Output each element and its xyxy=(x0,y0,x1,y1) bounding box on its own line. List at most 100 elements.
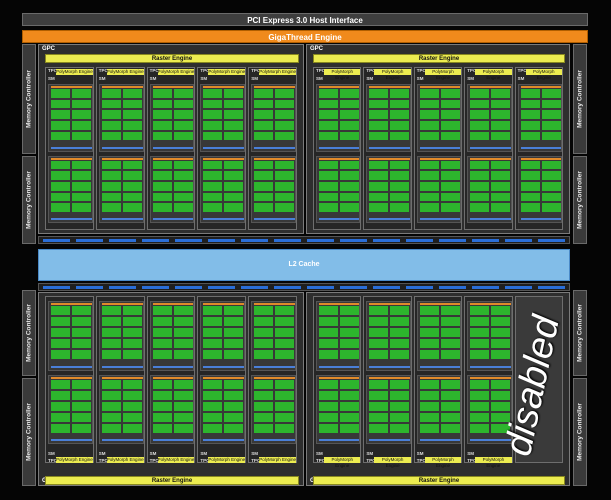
register-row xyxy=(51,86,92,88)
sm-label: SM xyxy=(366,451,374,456)
l2-slice xyxy=(175,239,202,242)
cuda-core-block xyxy=(275,328,295,338)
cuda-core-block xyxy=(152,121,172,130)
cuda-core-block xyxy=(275,192,295,202)
register-row xyxy=(254,86,295,88)
l2-slice xyxy=(340,239,367,242)
sm-label: SM xyxy=(98,451,106,456)
cuda-core-block xyxy=(203,192,223,202)
sm-block-b xyxy=(48,374,93,444)
cuda-core-block xyxy=(275,89,295,98)
cuda-core-block xyxy=(275,171,295,180)
cuda-core-block xyxy=(470,350,490,360)
sm-block-b xyxy=(98,374,144,444)
cuda-core-block xyxy=(72,379,91,389)
cuda-core-block xyxy=(491,203,511,212)
cuda-core-block xyxy=(541,171,561,180)
l2-slice xyxy=(142,239,169,242)
cuda-core-block xyxy=(224,306,244,316)
cuda-core-block xyxy=(440,390,460,400)
register-row xyxy=(419,303,461,305)
polymorph-engine: PolyMorph Engine xyxy=(56,457,93,463)
sm-block-b xyxy=(200,374,246,444)
cuda-core-block xyxy=(275,121,295,130)
cuda-core-block xyxy=(152,412,172,422)
cuda-core-block xyxy=(419,379,439,389)
cuda-core-block xyxy=(491,171,511,180)
cuda-core-block xyxy=(419,401,439,411)
cuda-core-block xyxy=(491,390,511,400)
polymorph-engine: PolyMorph Engine xyxy=(374,69,411,80)
l2-slice xyxy=(472,286,499,289)
cuda-core-block xyxy=(254,328,274,338)
cuda-core-block xyxy=(101,89,121,98)
cuda-core-block xyxy=(390,401,410,411)
cuda-core-block xyxy=(122,181,142,191)
cuda-core-block xyxy=(340,401,359,411)
cuda-core-block xyxy=(51,390,70,400)
cuda-core-block xyxy=(340,121,359,130)
cuda-core-block xyxy=(101,110,121,120)
gpc-label: GPC xyxy=(310,46,324,52)
cuda-core-block xyxy=(419,203,439,212)
register-row xyxy=(152,157,194,160)
register-row xyxy=(203,376,245,379)
register-row xyxy=(101,376,143,379)
cuda-core-block xyxy=(541,160,561,170)
cuda-core-block xyxy=(254,350,274,360)
cuda-core-block xyxy=(72,390,91,400)
texture-unit-row xyxy=(254,146,295,149)
cuda-core-block xyxy=(491,131,511,141)
cuda-core-block xyxy=(173,110,193,120)
raster-engine: Raster Engine xyxy=(45,54,299,63)
polymorph-engine: PolyMorph Engine xyxy=(259,69,296,75)
texture-unit-row xyxy=(254,218,295,220)
polymorph-engine: PolyMorph Engine xyxy=(56,69,93,75)
cuda-core-block xyxy=(541,99,561,109)
sm-label: SM xyxy=(149,451,157,456)
cuda-core-block xyxy=(319,339,338,349)
cuda-core-block xyxy=(541,110,561,120)
cuda-core-block xyxy=(122,203,142,212)
cuda-core-block xyxy=(101,306,121,316)
cuda-core-block xyxy=(369,99,389,109)
cuda-core-block xyxy=(275,110,295,120)
pcie-host-interface: PCI Express 3.0 Host Interface xyxy=(22,13,588,26)
cuda-core-block xyxy=(440,160,460,170)
disabled-label: disabled xyxy=(497,312,568,460)
cuda-core-block xyxy=(152,339,172,349)
cuda-core-block xyxy=(440,350,460,360)
memory-controller-label: Memory Controller xyxy=(576,304,584,362)
cuda-core-block xyxy=(122,328,142,338)
cuda-core-block xyxy=(275,131,295,141)
cuda-core-block xyxy=(101,350,121,360)
polymorph-engine: PolyMorph Engine xyxy=(374,457,411,468)
texture-unit-row xyxy=(152,439,194,441)
sm-block-a xyxy=(517,84,562,152)
gigathread-engine: GigaThread Engine xyxy=(22,30,588,43)
polymorph-engine: PolyMorph Engine xyxy=(324,457,361,468)
cuda-core-block xyxy=(173,131,193,141)
tpc-label: TPC xyxy=(200,68,210,73)
cuda-core-block xyxy=(369,317,389,327)
cuda-core-block xyxy=(440,423,460,433)
cuda-core-block xyxy=(440,131,460,141)
texture-unit-row xyxy=(319,439,360,441)
cuda-core-block xyxy=(319,423,338,433)
cuda-core-block xyxy=(275,412,295,422)
cuda-core-block xyxy=(101,412,121,422)
sm-label: SM xyxy=(416,451,424,456)
sm-label: SM xyxy=(251,76,258,81)
cuda-core-block xyxy=(470,181,490,191)
cuda-core-block xyxy=(340,110,359,120)
l2-slice xyxy=(373,286,400,289)
sm-block-b xyxy=(316,155,361,223)
sm-block-a xyxy=(48,301,93,371)
l2-slice xyxy=(109,286,136,289)
cuda-core-block xyxy=(152,160,172,170)
cuda-core-block xyxy=(369,412,389,422)
cuda-core-block xyxy=(491,160,511,170)
